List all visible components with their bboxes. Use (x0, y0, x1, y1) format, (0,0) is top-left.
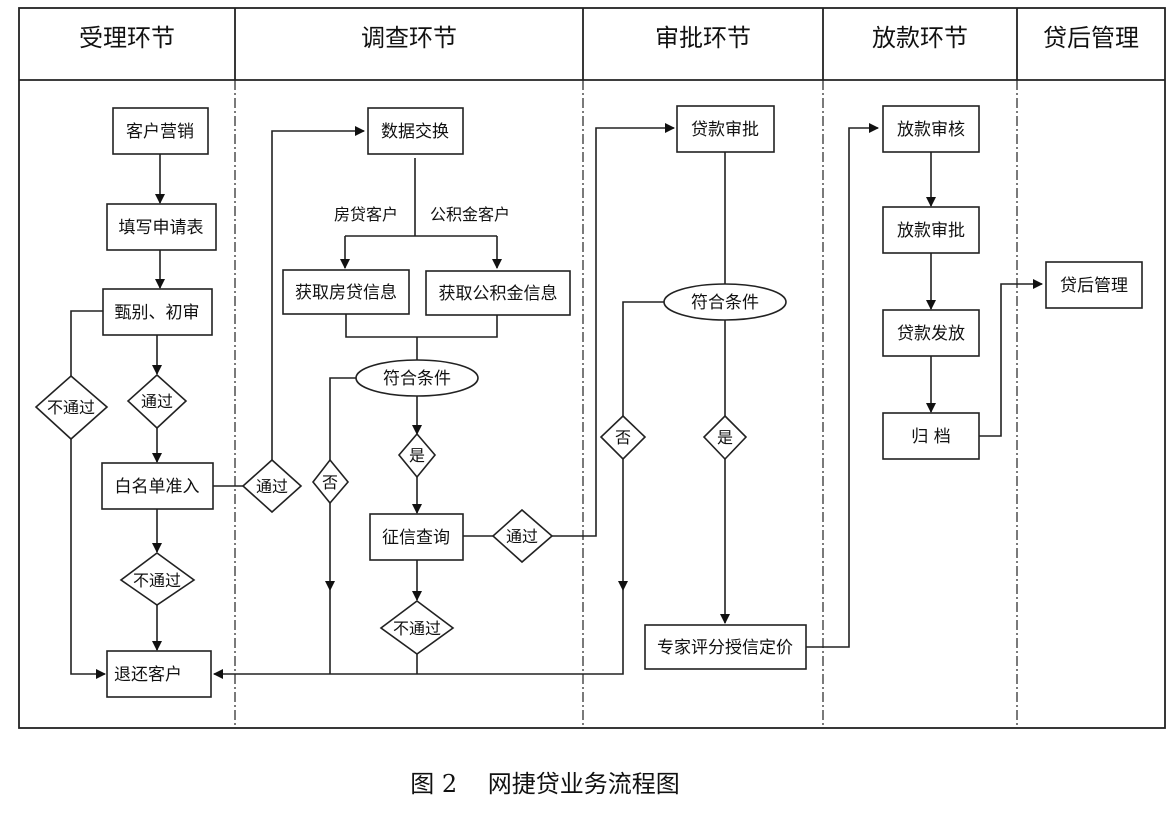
decision-approval-yes: 是 (702, 414, 748, 461)
node-label: 归 档 (911, 427, 950, 447)
decision-investigation-yes: 是 (397, 432, 437, 479)
decision-screen-fail: 不通过 (34, 374, 109, 441)
lane-title-post-loan: 贷后管理 (1043, 24, 1139, 52)
node-disburse-approve: 放款审批 (882, 206, 980, 254)
node-disburse-review: 放款审核 (882, 105, 980, 153)
arrow (979, 279, 1043, 437)
arrow (806, 123, 879, 648)
decision-whitelist-fail: 不通过 (119, 552, 196, 606)
decision-label: 是 (717, 428, 733, 447)
condition-label: 符合条件 (383, 369, 451, 389)
arrow (271, 126, 365, 460)
decision-whitelist-pass: 通过 (241, 458, 303, 514)
condition-investigation: 符合条件 (355, 359, 479, 397)
condition-label: 符合条件 (691, 293, 759, 313)
branch-label-fund: 公积金客户 (430, 205, 510, 224)
branch-label-mortgage: 房贷客户 (334, 205, 398, 224)
node-label: 获取房贷信息 (295, 283, 397, 303)
connector (345, 314, 498, 338)
swimlane-frame (18, 7, 1166, 729)
node-label: 白名单准入 (115, 477, 200, 497)
node-label: 数据交换 (381, 122, 449, 142)
node-credit-query: 征信查询 (369, 513, 464, 561)
decision-label: 否 (322, 473, 338, 492)
node-loan-approval: 贷款审批 (676, 105, 775, 153)
decision-screen-pass: 通过 (126, 373, 188, 430)
node-label: 专家评分授信定价 (657, 638, 793, 658)
node-label: 贷款审批 (691, 120, 759, 140)
node-label: 获取公积金信息 (439, 284, 558, 304)
node-data-exchange: 数据交换 (367, 107, 464, 155)
lane-title-approval: 审批环节 (655, 24, 751, 52)
node-label: 征信查询 (382, 528, 450, 548)
node-customer-marketing: 客户营销 (112, 107, 209, 155)
node-archive: 归 档 (882, 412, 980, 460)
decision-label: 通过 (506, 527, 538, 546)
node-post-loan-mgmt: 贷后管理 (1045, 261, 1143, 309)
connector (70, 310, 103, 376)
node-whitelist: 白名单准入 (101, 462, 214, 510)
node-label: 贷后管理 (1060, 276, 1128, 296)
node-get-fund-info: 获取公积金信息 (425, 270, 571, 316)
arrow (552, 123, 675, 537)
decision-approval-no: 否 (599, 414, 647, 461)
decision-label: 通过 (256, 477, 288, 496)
node-label: 客户营销 (126, 122, 194, 142)
figure-caption: 图 2 网捷贷业务流程图 (410, 770, 679, 798)
connector (329, 377, 356, 460)
decision-label: 是 (409, 446, 425, 465)
node-fill-application: 填写申请表 (106, 203, 217, 251)
lane-title-disbursement: 放款环节 (872, 24, 968, 52)
node-label: 贷款发放 (897, 324, 965, 344)
decision-label: 通过 (141, 392, 173, 411)
node-loan-release: 贷款发放 (882, 309, 980, 357)
node-label: 放款审核 (897, 120, 965, 140)
lane-title-investigation: 调查环节 (361, 24, 457, 52)
decision-credit-pass: 通过 (491, 508, 554, 564)
condition-approval: 符合条件 (663, 283, 787, 321)
node-screening: 甄别、初审 (102, 288, 213, 336)
decision-label: 不通过 (133, 571, 181, 590)
lane-title-acceptance: 受理环节 (79, 24, 175, 52)
decision-label: 不通过 (47, 398, 95, 417)
node-label: 填写申请表 (119, 218, 204, 238)
node-return-customer: 退还客户 (106, 650, 212, 698)
node-get-mortgage-info: 获取房贷信息 (282, 269, 410, 315)
arrow (70, 439, 106, 679)
decision-label: 否 (615, 428, 631, 447)
node-label: 放款审批 (897, 221, 965, 241)
decision-credit-fail: 不通过 (379, 600, 455, 655)
connector (622, 301, 664, 416)
node-label: 退还客户 (114, 665, 182, 685)
node-label: 甄别、初审 (115, 303, 200, 323)
decision-label: 不通过 (393, 619, 441, 638)
node-expert-pricing: 专家评分授信定价 (644, 624, 807, 670)
decision-investigation-no: 否 (311, 458, 350, 505)
arrow (213, 590, 624, 679)
